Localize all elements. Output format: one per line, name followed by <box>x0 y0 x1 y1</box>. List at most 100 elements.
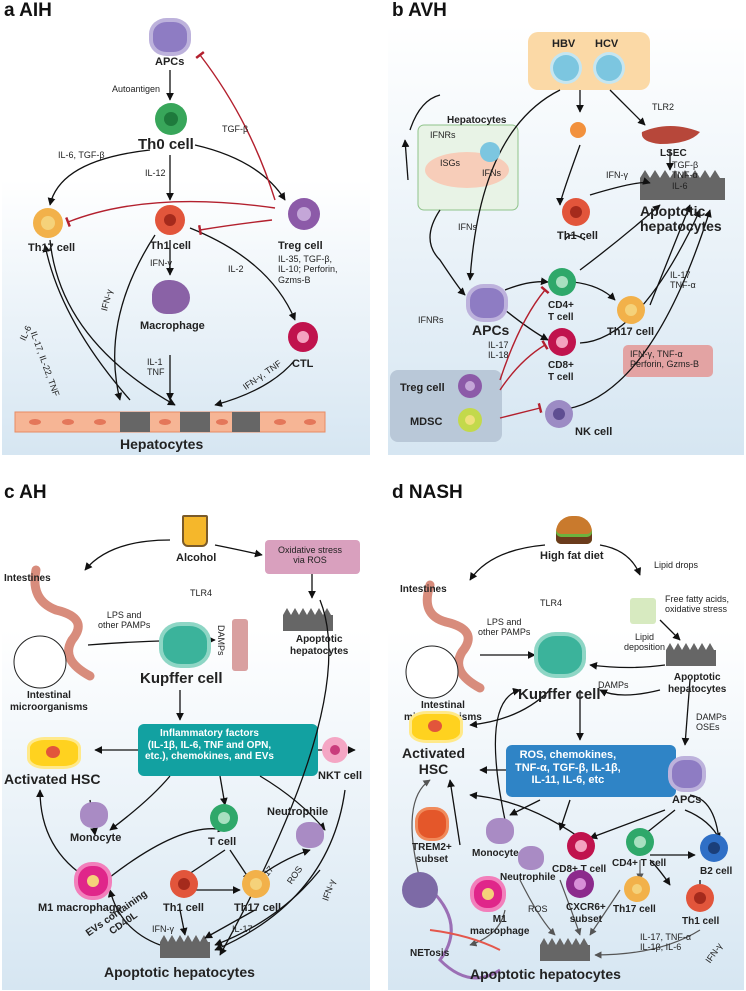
nash-title: d NASH <box>392 482 463 503</box>
ah-monocyte-label: Monocyte <box>70 832 122 844</box>
nash-tlr4-label: TLR4 <box>540 598 563 608</box>
avh-ifnrs-top-label: IFNRs <box>430 130 456 140</box>
avh-virus-particles <box>570 122 586 138</box>
ah-th17-nucleus <box>250 878 262 890</box>
avh-apoptotic-hepatocytes-shape <box>640 170 725 200</box>
nash-ros-box <box>506 745 676 797</box>
aih-arrows <box>42 70 296 407</box>
aih-apcs-label: APCs <box>155 56 185 68</box>
aih-inhibitions <box>65 51 276 236</box>
aih-th0-nucleus <box>164 112 178 126</box>
ah-kupffer-label: Kupffer cell <box>140 670 223 687</box>
ah-oxidative-box <box>265 540 360 574</box>
nash-apoptotic-label: Apoptotic hepatocytes <box>470 966 621 982</box>
avh-hcv-virus <box>596 55 622 81</box>
nash-apc-cell <box>672 760 702 788</box>
nash-ros-label: ROS <box>528 904 548 914</box>
nash-monocyte-label: Monocyte <box>472 848 519 859</box>
nash-ros-box-label: ROS, chemokines, TNF-α, TGF-β, IL-1β, IL… <box>515 749 621 787</box>
nash-hsc-label: Activated HSC <box>402 745 466 778</box>
ah-tcell-label: T cell <box>208 836 237 848</box>
aih-title: a AIH <box>4 0 52 21</box>
aih-tgfb-label: TGF-β <box>222 124 249 134</box>
ah-inflammatory-box <box>138 724 318 776</box>
aih-il1-tnf-label: IL-1 TNF <box>147 357 165 378</box>
nash-cxcr6-nucleus <box>574 878 586 890</box>
avh-treg-label: Treg cell <box>400 382 445 394</box>
aih-th0-label: Th0 cell <box>138 136 194 153</box>
ah-apoptotic-top-label: Apoptotic hepatocytes <box>290 634 349 657</box>
nash-neutrophile-cell <box>518 846 544 870</box>
ah-intestines-label: Intestines <box>4 573 51 584</box>
nash-cd4-label: CD4+ T cell <box>612 858 667 869</box>
avh-cytokines-label: IFN-γ, TNF-α Perforin, Gzms-B <box>630 349 700 370</box>
nash-kupffer-cell <box>538 636 582 674</box>
aih-treg-label: Treg cell <box>278 240 323 252</box>
ah-th17-label: Th17 cell <box>234 902 282 914</box>
avh-lsec-label: LSEC <box>660 148 687 159</box>
avh-lsec-cytokines: TGF-β TNF-α IL-6 <box>672 160 699 191</box>
avh-cd4-nucleus <box>556 276 568 288</box>
aih-hepatocytes-label: Hepatocytes <box>120 436 204 452</box>
nash-th17-nucleus <box>632 884 642 894</box>
nash-trem2-label: TREM2+ subset <box>412 842 452 865</box>
avh-hepatocytes-label: Hepatocytes <box>447 115 507 126</box>
avh-th17-nucleus <box>625 304 637 316</box>
avh-ifng-label: IFN-γ <box>606 170 628 180</box>
aih-treg-nucleus <box>297 207 311 221</box>
aih-th17-label: Th17 cell <box>28 242 76 254</box>
nash-th1-label: Th1 cell <box>682 916 720 927</box>
nash-apoptotic-bottom-shape <box>540 938 590 961</box>
nash-netosis-label: NETosis <box>410 948 450 959</box>
nash-kupffer-label: Kupffer cell <box>518 686 601 703</box>
ah-il17-b-label: IL-17 <box>232 924 253 934</box>
aih-ctl-nucleus <box>297 331 309 343</box>
ah-lps-label: LPS and other PAMPs <box>98 610 151 631</box>
nash-apcs-label: APCs <box>672 794 702 806</box>
ah-m1-nucleus <box>87 875 99 887</box>
nash-damps-label: DAMPs <box>598 680 629 690</box>
avh-ifns-label: IFNs <box>458 222 477 232</box>
nash-hfd-label: High fat diet <box>540 550 604 562</box>
ah-title: c AH <box>4 482 47 503</box>
nash-lipid-drops-label: Lipid drops <box>654 560 699 570</box>
ah-hsc-nucleus <box>46 746 60 758</box>
nash-m1-nucleus <box>482 888 494 900</box>
nash-cxcr6-label: CXCR6+ subset <box>566 902 606 925</box>
avh-hbv-label: HBV <box>552 38 576 50</box>
avh-apoptotic-label: Apoptotic hepatocytes <box>640 203 722 234</box>
nash-effector-arrows <box>411 779 701 959</box>
nash-netosis-shape <box>402 872 501 980</box>
aih-treg-cytokines: IL-35, TGF-β, IL-10; Perforin, Gzms-B <box>278 254 338 285</box>
nash-th17-label: Th17 cell <box>613 904 656 915</box>
ah-intestines-shape <box>30 565 95 681</box>
avh-cd8-label: CD8+ T cell <box>548 360 574 383</box>
ah-microorganism-lens <box>13 635 67 689</box>
avh-isgs-label: ISGs <box>440 158 461 168</box>
avh-hbv-virus <box>553 55 579 81</box>
nash-neutrophile-label: Neutrophile <box>500 872 556 883</box>
avh-apc-cell <box>470 288 504 318</box>
avh-inhibitions <box>499 285 550 419</box>
avh-mdsc-nucleus <box>465 415 475 425</box>
avh-tlr2-label: TLR2 <box>652 102 675 112</box>
nash-b2-nucleus <box>708 842 720 854</box>
ah-apoptotic-label: Apoptotic hepatocytes <box>104 964 255 980</box>
avh-ifnrs-label: IFNRs <box>418 315 444 325</box>
aih-hepatocyte-row <box>14 411 326 433</box>
avh-virus-box <box>528 32 650 90</box>
aih-th17-nucleus <box>41 216 55 230</box>
ah-m1-label: M1 macrophage <box>38 902 122 914</box>
ah-tcell-nucleus <box>218 812 230 824</box>
aih-ifng-label: IFN-γ <box>150 258 172 268</box>
ah-nkt-label: NKT cell <box>318 770 363 782</box>
nash-cd4-nucleus <box>634 836 646 848</box>
nash-m1-label: M1 macrophage <box>470 914 530 937</box>
avh-title: b AVH <box>392 0 447 21</box>
nash-hsc-nucleus <box>428 720 442 732</box>
nash-lipid-drops-shape <box>630 598 656 624</box>
aih-th1-nucleus <box>164 214 176 226</box>
ah-th1-nucleus <box>178 878 190 890</box>
ah-th1-label: Th1 cell <box>163 902 204 914</box>
